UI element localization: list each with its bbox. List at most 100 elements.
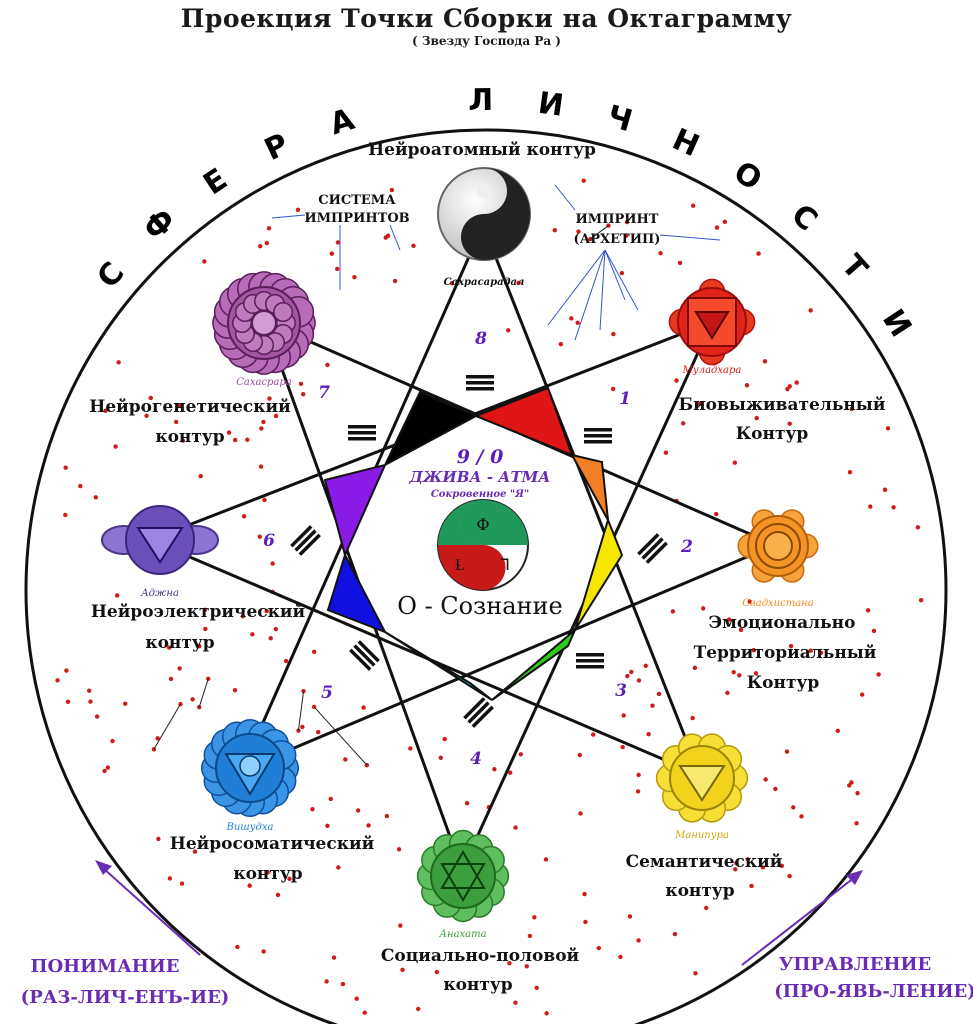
star-dot [298,381,304,387]
star-dot [300,724,305,730]
sector-number: 3 [615,681,627,701]
star-dot [690,715,695,721]
star-dot [518,752,524,757]
sector-number: 7 [318,383,330,403]
star-dot [737,673,742,678]
star-dot [392,278,398,284]
circuit-vishuddha-2: контур [233,864,302,884]
star-dot [569,316,574,321]
star-dot [643,663,648,669]
star-dot [442,736,447,742]
star-dot [311,649,317,655]
star-dot [704,905,709,911]
circuit-anahata-2: контур [443,975,512,995]
star-dot [849,406,854,412]
circuit-muladhara-1: Биовыживательный [679,395,886,415]
vishuddha-icon: Вишудха [200,718,300,833]
star-dot [871,628,877,634]
star-dot [636,678,642,683]
star-dot [624,233,629,238]
sector-number: 8 [474,329,487,349]
page-subtitle: ( Звезду Господа Ра ) [412,34,561,48]
star-dot [854,821,859,826]
circuit-sahasraradal-1: Нейроатомный контур [368,140,596,160]
star-dot [267,396,272,401]
star-dot [732,460,738,465]
star-dot [885,426,891,431]
star-dot [408,746,413,751]
star-dot [316,729,321,735]
star-dot [534,985,539,990]
star-dot [226,430,232,435]
chakra-name: Свадхистана [742,598,813,609]
star-dot [416,1006,421,1012]
star-dot [650,703,655,708]
circuit-sahasrara-2: контур [155,427,224,447]
right-corner-label-2: (ПРО-ЯВЬ-ЛЕНИЕ) [774,981,973,1002]
star-dot [168,676,174,682]
svg-text:ᒣ: ᒣ [500,555,510,574]
star-dot [343,757,348,762]
star-dot [202,259,207,264]
star-dot [891,505,896,510]
star-dot [690,203,696,208]
star-dot [166,645,172,650]
star-dot [268,636,273,641]
star-dot [625,673,630,679]
svg-text:Ф: Ф [476,515,489,534]
star-dot [692,665,698,671]
sphere-letter: Р [259,127,294,168]
star-dot [258,243,263,249]
sphere-letter: С [784,198,823,239]
center-subtitle: Сокровенное "Я" [431,489,529,500]
star-dot [859,692,865,697]
star-dot [865,608,871,613]
manipura-icon: Манипура [655,733,749,841]
center-number: 9 / 0 [457,446,504,468]
star-dot [179,881,185,886]
chakra-name: Сахрасарадал [444,277,525,288]
star-dot [177,402,182,408]
star-dot [114,593,120,598]
star-dot [835,728,840,733]
star-dot [506,328,511,333]
star-dot [868,504,873,509]
sector-number: 2 [680,537,693,557]
star-dot [328,796,333,802]
star-dot [744,383,750,388]
star-dot [658,251,663,256]
star-dot [714,511,719,517]
star-dot [672,931,678,937]
star-dot [849,780,854,785]
star-dot [198,474,203,479]
left-corner-label-1: ПОНИМАНИЕ [30,956,179,977]
star-dot [102,768,107,774]
star-dot [155,736,160,741]
sector-number: 4 [470,749,482,769]
ajna-icon: Аджна [101,505,219,599]
circuit-muladhara-2: Контур [736,424,809,444]
star-dot [552,228,558,233]
star-dot [86,688,92,693]
sphere-letter: А [326,102,359,143]
star-dot [65,699,71,704]
star-dot [513,825,518,830]
star-dot [232,437,238,443]
circuit-manipura-1: Семантический [626,852,783,872]
star-dot [273,626,279,632]
star-dot [722,219,728,225]
star-dot [335,266,340,272]
star-dot [325,362,330,368]
star-dot [787,384,792,389]
star-dot [576,229,581,234]
star-dot [156,836,161,842]
star-dot [747,599,752,604]
star-dot [762,359,768,364]
star-dot [663,450,669,455]
star-dot [190,697,195,702]
trigram-icon [290,525,321,556]
color-triangle [382,390,479,468]
color-triangle [323,463,387,558]
circuit-sahasrara-1: Нейрогенетический [89,397,291,417]
